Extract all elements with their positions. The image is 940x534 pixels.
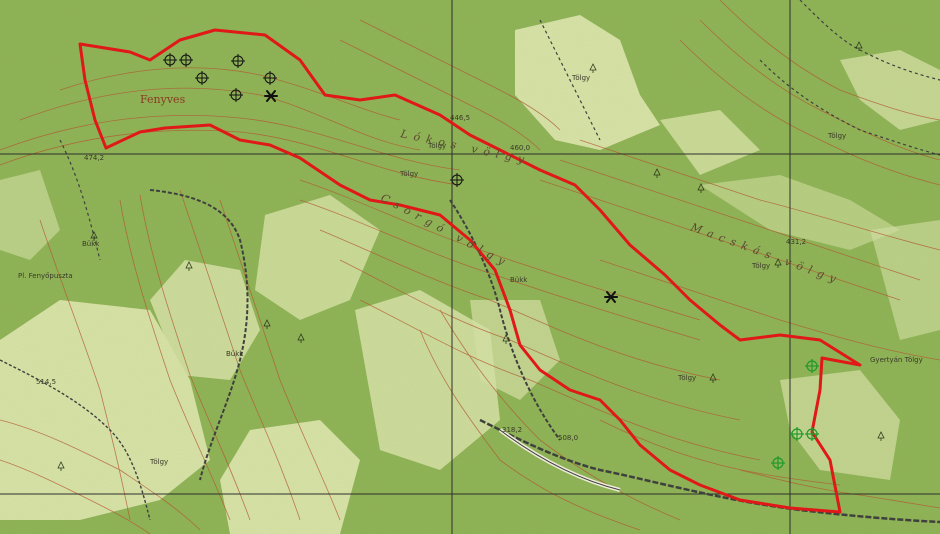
- label-spot-2: 460,0: [510, 144, 530, 152]
- asterisk-marker-2: [604, 291, 618, 303]
- asterisk-marker-1: [264, 90, 278, 102]
- crosshair-marker-1: [163, 53, 177, 67]
- tree-symbols: [57, 41, 885, 471]
- label-place-1: Fenyves: [140, 93, 186, 106]
- crosshair-marker-3: [231, 54, 245, 68]
- tree-icon: [774, 258, 782, 268]
- tree-icon: [653, 168, 661, 178]
- label-place-5: Bükk: [510, 276, 528, 284]
- green-marker-4: [771, 456, 785, 470]
- label-place-12: Tölgy: [149, 458, 168, 466]
- label-spot-4: 514,5: [36, 378, 56, 386]
- label-place-3: Tölgy: [427, 142, 446, 150]
- tree-icon: [589, 63, 597, 73]
- label-place-11: Bükk: [226, 350, 244, 358]
- asterisk-markers: [264, 90, 618, 303]
- crosshair-markers: [163, 53, 464, 187]
- tree-icon: [90, 231, 98, 241]
- label-place-8: Tölgy: [677, 374, 696, 382]
- label-place-7: Gyertyán Tölgy: [870, 356, 923, 364]
- crosshair-marker-4: [195, 71, 209, 85]
- crosshair-marker-2: [179, 53, 193, 67]
- label-place-10: Tölgy: [827, 132, 846, 140]
- tree-icon: [855, 41, 863, 51]
- tree-icon: [297, 333, 305, 343]
- label-place-2: Bükk: [82, 240, 100, 248]
- crosshair-marker-6: [229, 88, 243, 102]
- green-marker-2: [790, 427, 804, 441]
- label-spot-1: 474,2: [84, 154, 104, 162]
- label-spot-5: 431,2: [786, 238, 806, 246]
- green-marker-3: [805, 427, 819, 441]
- label-spot-3: 446,5: [450, 114, 470, 122]
- label-place-6: Tölgy: [751, 262, 770, 270]
- green-marker-1: [805, 359, 819, 373]
- crosshair-marker-7: [450, 173, 464, 187]
- label-spot-6: 318,2: [502, 426, 522, 434]
- green-crosshair-markers: [771, 359, 819, 470]
- label-place-13: Pl. Fenyőpuszta: [18, 271, 73, 280]
- tree-icon: [877, 431, 885, 441]
- tree-icon: [709, 373, 717, 383]
- tree-icon: [502, 334, 510, 344]
- tree-icon: [263, 319, 271, 329]
- tree-icon: [185, 261, 193, 271]
- tree-icon: [697, 183, 705, 193]
- crosshair-marker-5: [263, 71, 277, 85]
- survey-area-boundary: [78, 28, 862, 514]
- label-place-4: Tölgy: [399, 170, 418, 178]
- label-spot-7: 508,0: [558, 434, 578, 442]
- label-place-9: Tölgy: [571, 74, 590, 82]
- tree-icon: [57, 461, 65, 471]
